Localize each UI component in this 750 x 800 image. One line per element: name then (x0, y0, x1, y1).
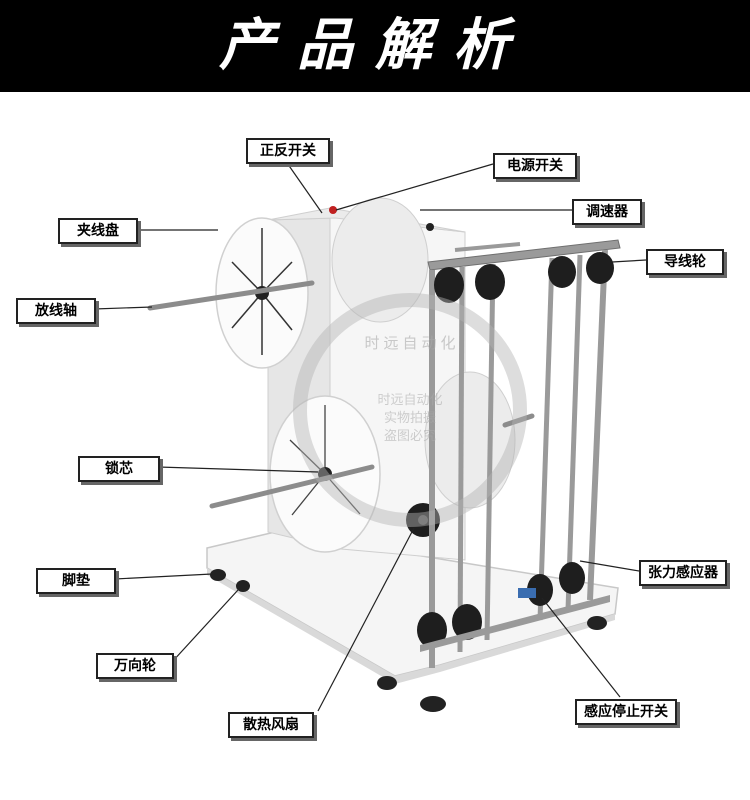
callout-tension-sensor: 张力感应器 (639, 560, 727, 586)
leader-line (317, 527, 415, 712)
watermark-center-text: 时远自动化 实物拍摄 盗图必究 (377, 393, 443, 444)
callout-sensor-stop-switch: 感应停止开关 (575, 699, 677, 725)
foot-pad (420, 696, 446, 712)
callout-guide-wheel: 导线轮 (646, 249, 724, 275)
callout-clamp-reel: 夹线盘 (58, 218, 138, 244)
callout-lock-core: 锁芯 (78, 456, 160, 482)
callout-foot-pad: 脚垫 (36, 568, 116, 594)
guide-roller (548, 256, 576, 288)
guide-roller (586, 252, 614, 284)
foot-pad (587, 616, 607, 630)
guide-roller (434, 267, 464, 303)
callout-universal-wheel: 万向轮 (96, 653, 174, 679)
leader-line (541, 597, 621, 698)
sensor-rail (420, 595, 610, 652)
universal-wheel (377, 676, 397, 690)
reel-spoke (289, 439, 326, 475)
tension-roller (559, 562, 585, 594)
cooling-fan-center (418, 515, 428, 525)
universal-wheel (236, 580, 250, 592)
watermark-ring (293, 293, 527, 527)
leader-line (284, 159, 323, 214)
tension-roller (417, 612, 447, 648)
callout-cooling-fan: 散热风扇 (228, 712, 314, 738)
leader-line (171, 589, 239, 663)
reel-spoke (231, 292, 263, 329)
switch-knob (329, 206, 337, 214)
rail (565, 254, 583, 611)
rail (484, 263, 496, 641)
rail (537, 257, 555, 621)
callout-forward-reverse-switch: 正反开关 (246, 138, 330, 164)
rail (587, 249, 608, 601)
foot-pad (210, 569, 226, 581)
rail (457, 266, 465, 653)
header-bar: 产品解析 (0, 0, 750, 92)
leader-line (157, 466, 319, 473)
reel-spoke (324, 473, 361, 515)
callout-power-switch: 电源开关 (493, 153, 577, 179)
leader-line (579, 560, 640, 572)
leader-line (93, 306, 153, 310)
guide-roller (475, 264, 505, 300)
upper-reel-back (331, 197, 429, 323)
payoff-shaft (209, 464, 375, 509)
page-title: 产品解析 (219, 13, 531, 78)
leader-line (114, 573, 213, 580)
reel-spoke (231, 261, 263, 294)
callout-payoff-shaft: 放线轴 (16, 298, 96, 324)
callout-speed-regulator: 调速器 (572, 199, 642, 225)
watermark-ring-text: 时远自动化 (364, 334, 460, 352)
payoff-shaft (502, 413, 535, 428)
sensor-stop-switch (518, 588, 536, 598)
payoff-shaft (147, 280, 315, 311)
guide-top-bar (427, 239, 621, 271)
leader-line (611, 259, 647, 263)
switch-knob (426, 223, 434, 231)
leader-line (335, 163, 494, 211)
guide-arm (454, 242, 521, 252)
reel-spoke (261, 292, 293, 331)
